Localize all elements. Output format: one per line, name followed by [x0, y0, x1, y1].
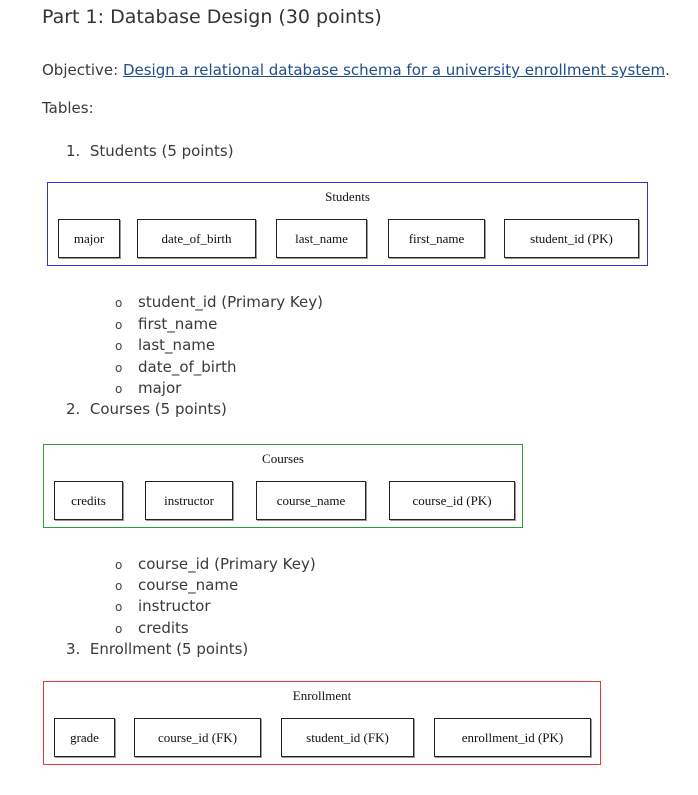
column-box: major	[58, 219, 120, 258]
bullet-marker: o	[115, 361, 123, 375]
bullet-item: major	[138, 379, 182, 397]
column-box: grade	[54, 718, 115, 757]
bullet-marker: o	[115, 318, 123, 332]
students-table-diagram: Students major date_of_birth last_name f…	[47, 182, 648, 266]
section-number: 3.	[66, 640, 81, 658]
bullet-marker: o	[115, 622, 123, 636]
bullet-item: course_name	[138, 576, 239, 594]
diagram-table-name: Enrollment	[292, 688, 352, 703]
bullet-item: date_of_birth	[138, 358, 237, 376]
section-title: Courses (5 points)	[89, 400, 227, 418]
tables-label: Tables:	[42, 99, 94, 117]
column-box: date_of_birth	[137, 219, 256, 258]
objective-end: .	[665, 61, 670, 79]
section-heading-students: 1. Students (5 points)	[66, 142, 234, 160]
column-box: course_id (PK)	[389, 481, 515, 520]
column-box: first_name	[388, 219, 485, 258]
section-heading-enrollment: 3. Enrollment (5 points)	[66, 640, 248, 658]
diagram-table-name: Students	[325, 189, 370, 204]
section-number: 2.	[66, 400, 81, 418]
objective-link[interactable]: Design a relational database schema for …	[122, 61, 666, 79]
column-box: course_id (FK)	[134, 718, 261, 757]
column-box: instructor	[145, 481, 233, 520]
page-title: Part 1: Database Design (30 points)	[42, 6, 382, 28]
bullet-item: course_id (Primary Key)	[138, 555, 316, 573]
column-box: last_name	[276, 219, 367, 258]
bullet-marker: o	[115, 382, 123, 396]
bullet-item: credits	[138, 619, 189, 637]
bullet-marker: o	[115, 558, 123, 572]
bullet-marker: o	[115, 339, 123, 353]
section-number: 1.	[66, 142, 81, 160]
bullet-item: student_id (Primary Key)	[138, 293, 323, 311]
enrollment-table-diagram: Enrollment grade course_id (FK) student_…	[43, 681, 601, 765]
diagram-table-name: Courses	[262, 451, 304, 466]
section-heading-courses: 2. Courses (5 points)	[66, 400, 227, 418]
courses-table-diagram: Courses credits instructor course_name c…	[43, 444, 523, 528]
column-box: enrollment_id (PK)	[434, 718, 591, 757]
column-box: student_id (PK)	[504, 219, 639, 258]
bullet-item: instructor	[138, 597, 211, 615]
column-box: student_id (FK)	[281, 718, 414, 757]
bullet-marker: o	[115, 579, 123, 593]
section-title: Students (5 points)	[89, 142, 234, 160]
section-title: Enrollment (5 points)	[89, 640, 249, 658]
bullet-marker: o	[115, 600, 123, 614]
bullet-item: last_name	[138, 336, 216, 354]
column-box: course_name	[256, 481, 366, 520]
bullet-marker: o	[115, 296, 123, 310]
objective-label: Objective:	[42, 61, 123, 79]
column-box: credits	[54, 481, 123, 520]
objective-line: Objective: Design a relational database …	[42, 61, 670, 79]
bullet-item: first_name	[138, 315, 218, 333]
